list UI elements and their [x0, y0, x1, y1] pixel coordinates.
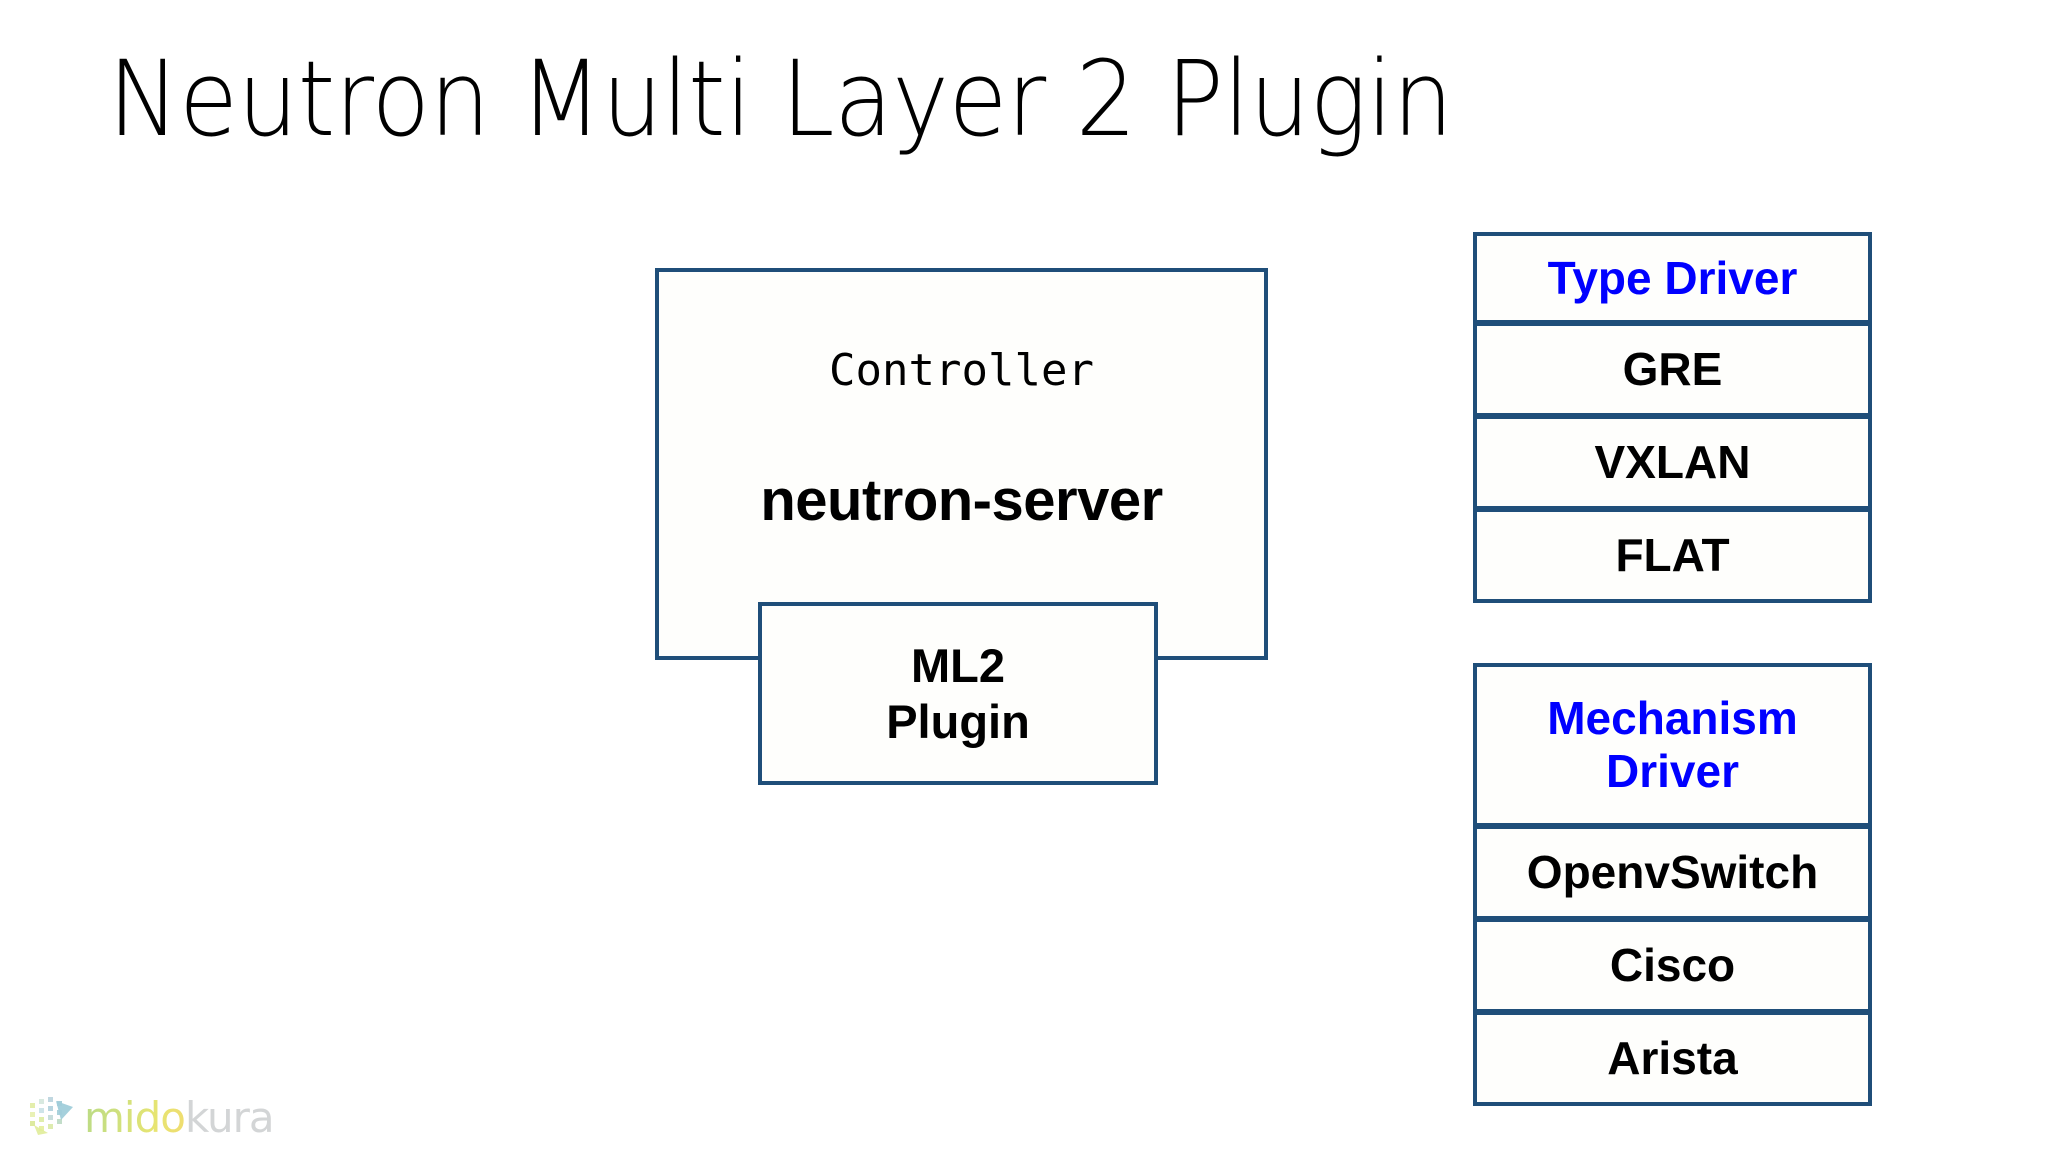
- ml2-plugin-label-line2: Plugin: [886, 694, 1030, 748]
- controller-label: Controller: [829, 345, 1094, 396]
- pixel-grid-icon: [28, 1095, 76, 1141]
- mechanism-driver-item-arista: Arista: [1473, 1011, 1872, 1106]
- type-driver-item-vxlan: VXLAN: [1473, 415, 1872, 510]
- controller-box: Controller neutron-server: [655, 268, 1268, 660]
- page-title: Neutron Multi Layer 2 Plugin: [108, 38, 1453, 160]
- type-driver-header: Type Driver: [1473, 232, 1872, 324]
- mechanism-driver-header-line2: Driver: [1606, 745, 1739, 797]
- ml2-plugin-label-line1: ML2: [911, 639, 1005, 693]
- type-driver-stack: Type Driver GRE VXLAN FLAT: [1473, 232, 1872, 603]
- mechanism-driver-item-openvswitch: OpenvSwitch: [1473, 825, 1872, 920]
- neutron-server-label: neutron-server: [760, 468, 1163, 533]
- mechanism-driver-header: Mechanism Driver: [1473, 663, 1872, 827]
- logo-wordmark: midokura: [84, 1097, 275, 1139]
- logo-wordmark-secondary: kura: [184, 1093, 275, 1142]
- mechanism-driver-stack: Mechanism Driver OpenvSwitch Cisco Arist…: [1473, 663, 1872, 1106]
- mechanism-driver-item-cisco: Cisco: [1473, 918, 1872, 1013]
- logo-wordmark-primary: mido: [84, 1093, 186, 1142]
- ml2-plugin-box: ML2 Plugin: [758, 602, 1158, 785]
- midokura-logo: midokura: [28, 1092, 275, 1144]
- mechanism-driver-header-line1: Mechanism: [1547, 692, 1798, 745]
- type-driver-item-gre: GRE: [1473, 322, 1872, 417]
- type-driver-item-flat: FLAT: [1473, 508, 1872, 603]
